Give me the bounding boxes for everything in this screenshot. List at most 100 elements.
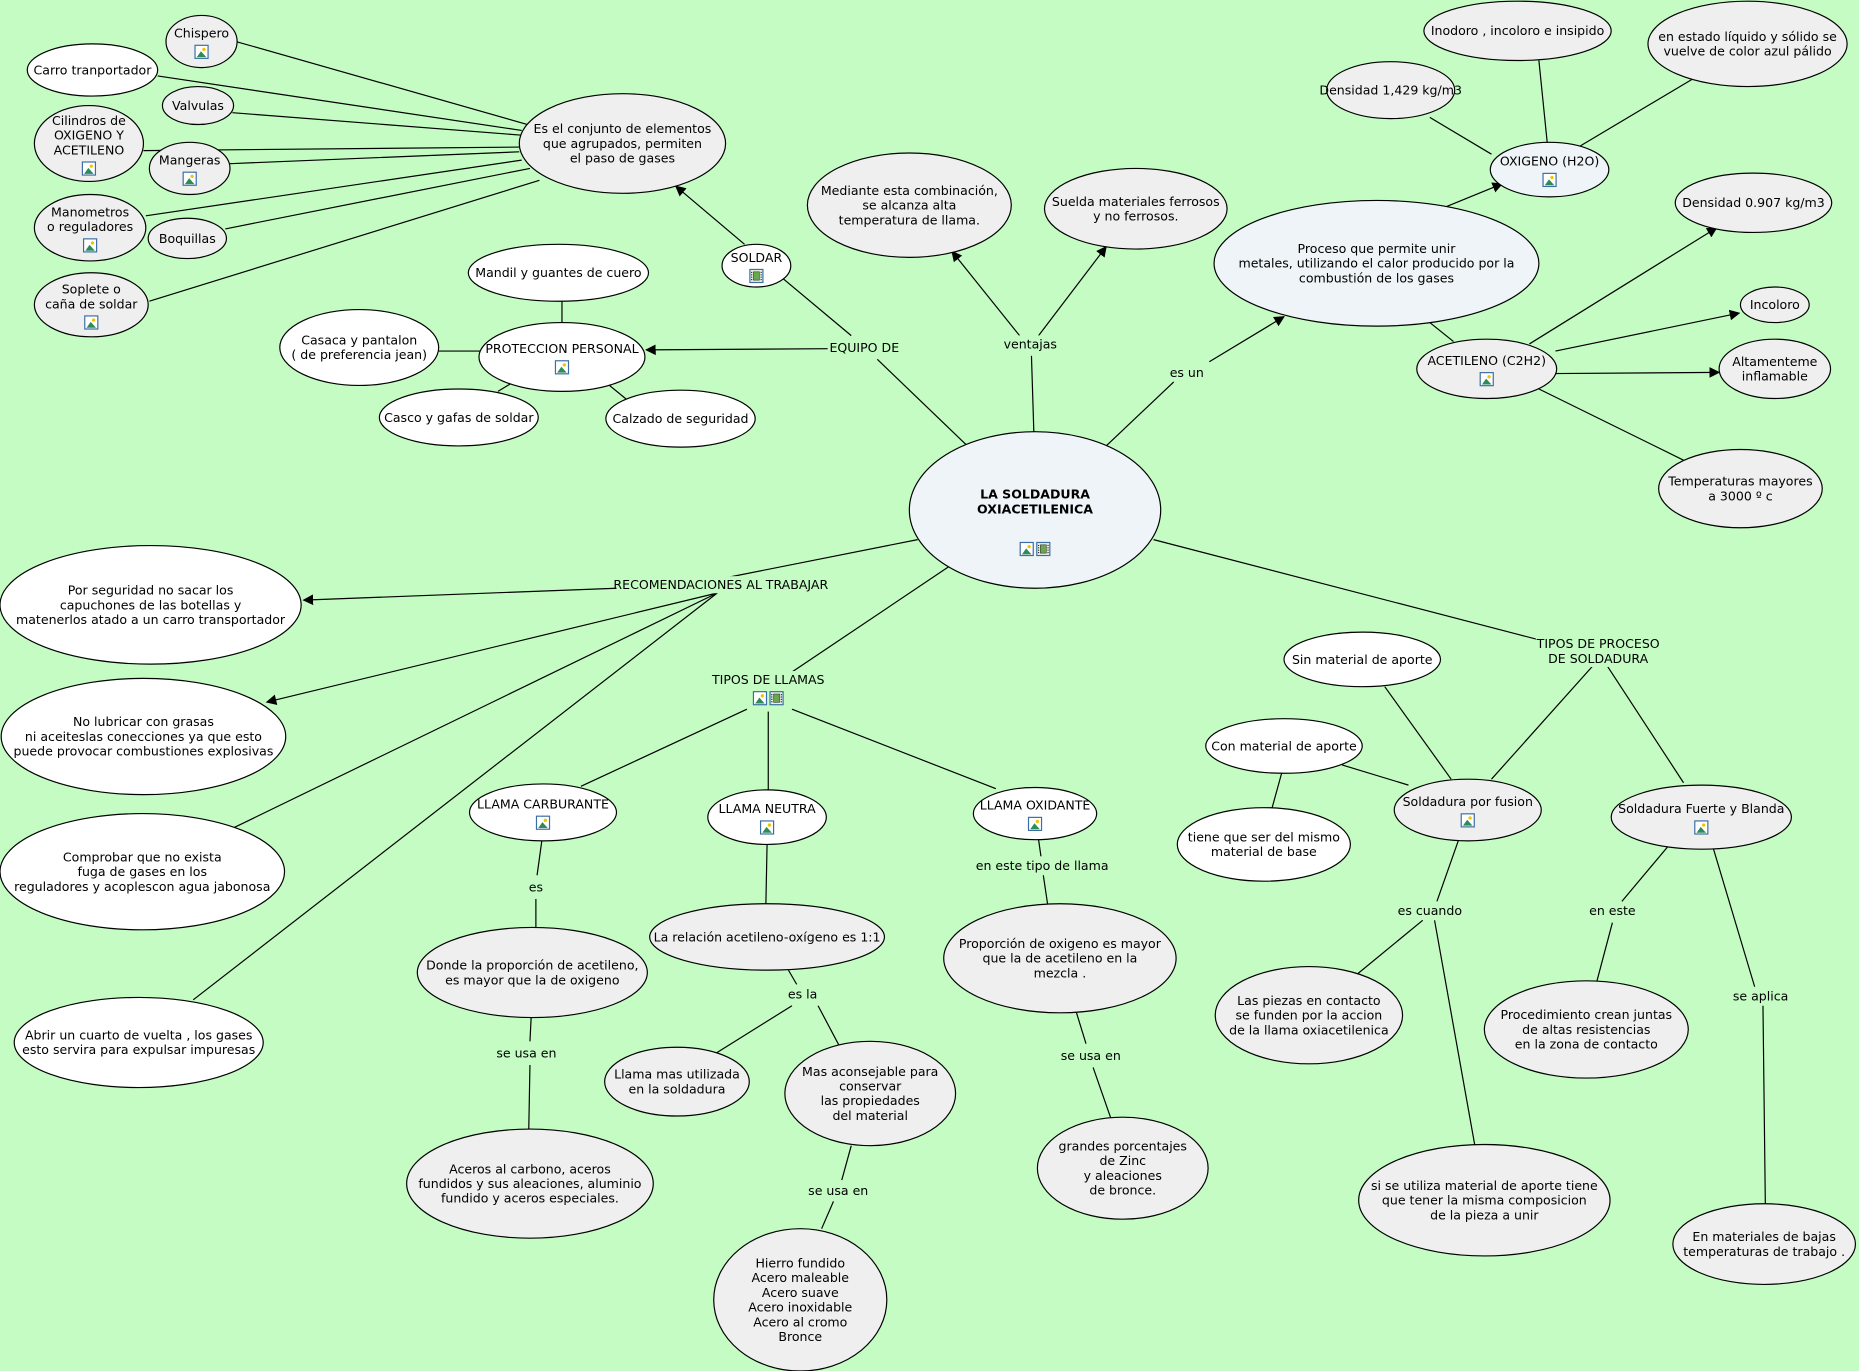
concept-bubble[interactable] bbox=[1483, 980, 1689, 1079]
concept-bubble[interactable] bbox=[33, 104, 145, 183]
concept-bubble[interactable] bbox=[806, 152, 1012, 258]
concept-bubble[interactable] bbox=[1358, 1143, 1611, 1257]
concept-densidad1[interactable]: Densidad 1,429 kg/m3 bbox=[1319, 61, 1462, 120]
concept-bubble[interactable] bbox=[972, 786, 1098, 841]
concept-chispero[interactable]: Chispero bbox=[165, 14, 238, 69]
concept-bubble[interactable] bbox=[1647, 0, 1848, 88]
linking-phrase-seusaen1[interactable]: se usa en bbox=[489, 1044, 564, 1062]
concept-bubble[interactable] bbox=[1393, 778, 1542, 842]
concept-bubble[interactable] bbox=[148, 141, 231, 196]
concept-bubble[interactable] bbox=[1213, 199, 1540, 327]
linking-phrase-esun[interactable]: es un bbox=[1164, 363, 1209, 381]
linking-phrase-recomendaciones[interactable]: RECOMENDACIONES AL TRABAJAR bbox=[613, 576, 829, 594]
concept-bubble[interactable] bbox=[1205, 718, 1363, 774]
concept-bubble[interactable] bbox=[605, 389, 756, 448]
image-resource-icon[interactable] bbox=[554, 360, 570, 375]
concept-boquillas[interactable]: Boquillas bbox=[147, 217, 228, 260]
concept-mandil[interactable]: Mandil y guantes de cuero bbox=[467, 243, 650, 302]
concept-bubble[interactable] bbox=[161, 85, 235, 126]
concept-bubble[interactable] bbox=[468, 783, 618, 842]
concept-casco[interactable]: Casco y gafas de soldar bbox=[378, 388, 539, 447]
image-resource-icon[interactable] bbox=[1460, 813, 1475, 828]
concept-bubble[interactable] bbox=[1610, 784, 1793, 850]
concept-conmat[interactable]: Con material de aporte bbox=[1205, 718, 1363, 774]
image-resource-icon[interactable] bbox=[1542, 172, 1557, 188]
concept-densidad2[interactable]: Densidad 0.907 kg/m3 bbox=[1674, 172, 1833, 234]
concept-bubble[interactable] bbox=[0, 813, 286, 931]
concept-bubble[interactable] bbox=[1674, 172, 1833, 234]
concept-bubble[interactable] bbox=[1489, 141, 1610, 198]
concept-bubble[interactable] bbox=[1326, 61, 1456, 120]
concept-bubble[interactable] bbox=[165, 14, 238, 69]
image-resource-icon[interactable] bbox=[1019, 541, 1034, 557]
linking-phrase-seusaen2[interactable]: se usa en bbox=[801, 1182, 875, 1200]
concept-oxigeno[interactable]: OXIGENO (H2O) bbox=[1489, 141, 1610, 198]
concept-bubble[interactable] bbox=[1739, 286, 1810, 324]
concept-acetileno[interactable]: ACETILENO (C2H2) bbox=[1416, 338, 1558, 400]
concept-bubble[interactable] bbox=[406, 1128, 654, 1239]
image-resource-icon[interactable] bbox=[82, 238, 98, 253]
concept-bubble[interactable] bbox=[0, 544, 302, 665]
concept-bubble[interactable] bbox=[467, 243, 650, 302]
image-resource-icon[interactable] bbox=[759, 820, 775, 835]
linking-phrase-seaplica[interactable]: se aplica bbox=[1723, 987, 1798, 1005]
concept-bubble[interactable] bbox=[416, 926, 648, 1019]
concept-bubble[interactable] bbox=[784, 1040, 957, 1147]
concept-bubble[interactable] bbox=[1214, 965, 1404, 1065]
concept-bubble[interactable] bbox=[1658, 448, 1823, 529]
concept-carro[interactable]: Carro tranportador bbox=[26, 43, 159, 97]
linking-phrase-equipo[interactable]: EQUIPO DE bbox=[827, 338, 901, 357]
concept-bubble[interactable] bbox=[943, 903, 1177, 1014]
image-resource-icon[interactable] bbox=[194, 44, 209, 59]
image-resource-icon[interactable] bbox=[535, 815, 551, 830]
cmap-resource-film-icon[interactable] bbox=[1036, 541, 1051, 557]
concept-bubble[interactable] bbox=[279, 308, 440, 387]
concept-bubble[interactable] bbox=[13, 996, 264, 1089]
concept-bubble[interactable] bbox=[713, 1228, 888, 1371]
concept-bubble[interactable] bbox=[33, 193, 147, 262]
concept-bubble[interactable] bbox=[1416, 338, 1558, 400]
image-resource-icon[interactable] bbox=[81, 161, 97, 176]
concept-bubble[interactable] bbox=[707, 789, 827, 846]
concept-mangeras[interactable]: Mangeras bbox=[148, 141, 231, 196]
concept-bubble[interactable] bbox=[1043, 167, 1228, 250]
concept-bubble[interactable] bbox=[649, 903, 886, 971]
concept-fuerte[interactable]: Soldadura Fuerte y Blanda bbox=[1610, 784, 1793, 850]
concept-bubble[interactable] bbox=[478, 321, 646, 392]
concept-valvulas[interactable]: Valvulas bbox=[161, 85, 235, 126]
linking-phrase-tiposllamas[interactable]: TIPOS DE LLAMAS bbox=[709, 671, 827, 706]
image-resource-icon[interactable] bbox=[182, 171, 197, 186]
concept-bubble[interactable] bbox=[26, 43, 159, 97]
concept-bubble[interactable] bbox=[908, 431, 1162, 589]
concept-relacion[interactable]: La relación acetileno-oxígeno es 1:1 bbox=[649, 903, 886, 971]
image-resource-icon[interactable] bbox=[1027, 816, 1043, 832]
image-resource-icon[interactable] bbox=[1694, 820, 1709, 835]
concept-casaca[interactable]: Casaca y pantalon( de preferencia jean) bbox=[279, 308, 440, 387]
image-resource-icon[interactable] bbox=[752, 691, 768, 706]
concept-bubble[interactable] bbox=[147, 217, 228, 260]
concept-bubble[interactable] bbox=[1176, 807, 1351, 882]
cmap-resource-film-icon[interactable] bbox=[769, 691, 784, 706]
